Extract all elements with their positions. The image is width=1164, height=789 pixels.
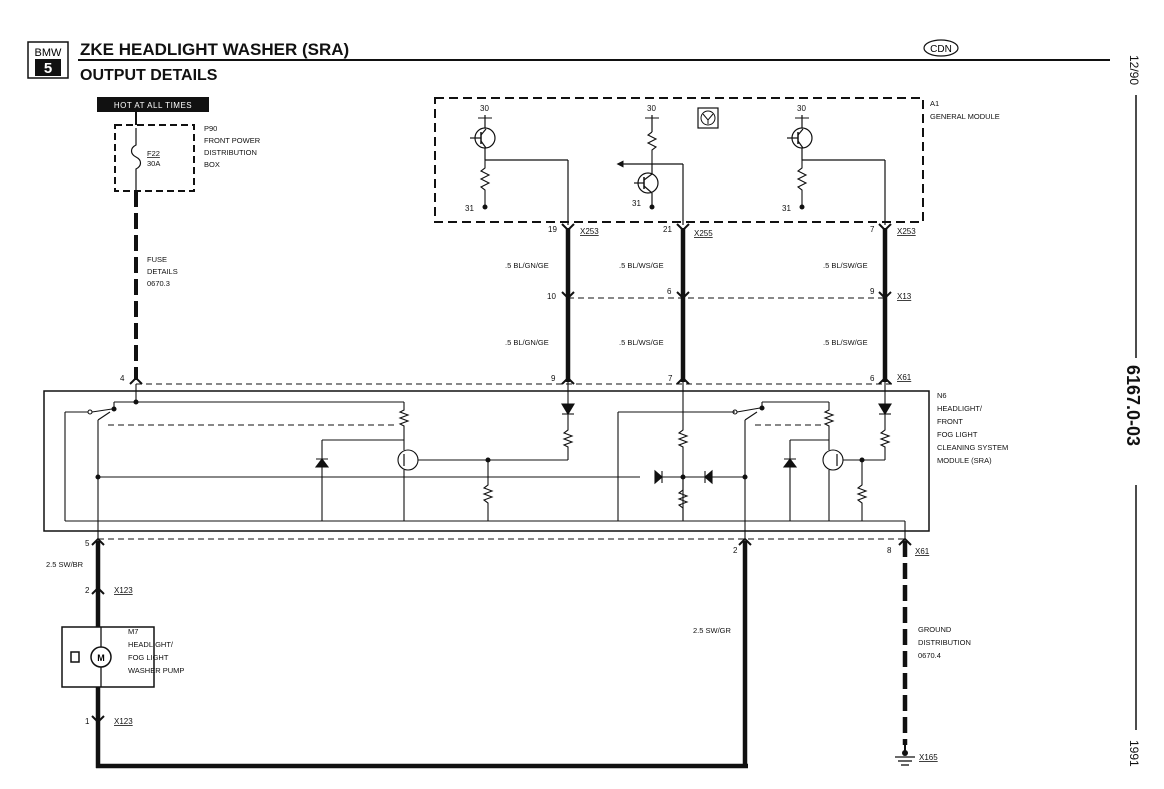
svg-text:HEADLIGHT/: HEADLIGHT/ bbox=[128, 640, 174, 649]
sra-module-n6: N6 HEADLIGHT/ FRONT FOG LIGHT CLEANING S… bbox=[43, 382, 1008, 540]
fuse-rating: 30A bbox=[147, 159, 160, 168]
hot-label-box bbox=[97, 97, 209, 112]
svg-text:19: 19 bbox=[548, 225, 557, 234]
box-label-2: FRONT POWER bbox=[204, 136, 261, 145]
connector-x123-2: X123 bbox=[114, 717, 133, 726]
power-distribution-box bbox=[114, 124, 195, 192]
connector-x61-1: X61 bbox=[897, 373, 912, 382]
svg-text:5: 5 bbox=[85, 539, 90, 548]
fuse-name: F22 bbox=[147, 149, 160, 158]
svg-text:2: 2 bbox=[733, 546, 738, 555]
svg-text:N6: N6 bbox=[937, 391, 947, 400]
fuse-details-3: 0670.3 bbox=[147, 279, 170, 288]
general-module-a1: A1 GENERAL MODULE 30 31 30 31 bbox=[434, 97, 1000, 223]
svg-text:M: M bbox=[97, 653, 105, 663]
svg-text:.5 BL/SW/GE: .5 BL/SW/GE bbox=[823, 261, 868, 270]
svg-text:31: 31 bbox=[782, 204, 791, 213]
signal-wires: 19 21 7 10 6 9 9 7 6 4 X253 X255 X253 X1… bbox=[120, 160, 916, 385]
svg-text:9: 9 bbox=[551, 374, 556, 383]
svg-text:CLEANING SYSTEM: CLEANING SYSTEM bbox=[937, 443, 1008, 452]
svg-text:.5 BL/GN/GE: .5 BL/GN/GE bbox=[505, 261, 549, 270]
pump-housing-icon bbox=[70, 651, 80, 663]
esd-symbol-icon bbox=[697, 107, 719, 129]
svg-text:7: 7 bbox=[668, 374, 673, 383]
svg-text:2.5 SW/BR: 2.5 SW/BR bbox=[46, 560, 84, 569]
svg-text:9: 9 bbox=[870, 287, 875, 296]
svg-text:31: 31 bbox=[465, 204, 474, 213]
svg-text:FOG LIGHT: FOG LIGHT bbox=[937, 430, 978, 439]
side-strip: 12/90 6167.0-03 1991 bbox=[1123, 55, 1143, 767]
n6-transistor-2-icon bbox=[822, 449, 844, 471]
cdn-badge: CDN bbox=[930, 44, 952, 55]
a1-label: GENERAL MODULE bbox=[930, 112, 1000, 121]
brand-top: BMW bbox=[35, 47, 63, 59]
svg-text:.5 BL/WS/GE: .5 BL/WS/GE bbox=[619, 261, 664, 270]
svg-text:21: 21 bbox=[663, 225, 672, 234]
connector-x13: X13 bbox=[897, 292, 912, 301]
box-label-1: P90 bbox=[204, 124, 217, 133]
brand-series-box bbox=[35, 59, 61, 76]
output-wires: 5 2 8 X61 2.5 SW/BR 2 X123 M M7 HEADLIGH… bbox=[46, 537, 971, 769]
n6-boundary bbox=[43, 390, 930, 532]
connector-x253-1: X253 bbox=[580, 227, 599, 236]
svg-text:DISTRIBUTION: DISTRIBUTION bbox=[918, 638, 971, 647]
page-title: ZKE HEADLIGHT WASHER (SRA) bbox=[80, 40, 349, 59]
connector-x165: X165 bbox=[919, 753, 938, 762]
svg-text:FOG LIGHT: FOG LIGHT bbox=[128, 653, 169, 662]
side-page-code: 6167.0-03 bbox=[1123, 365, 1143, 446]
fuse-details-1: FUSE bbox=[147, 255, 167, 264]
svg-text:GROUND: GROUND bbox=[918, 625, 952, 634]
svg-text:31: 31 bbox=[632, 199, 641, 208]
side-year: 1991 bbox=[1127, 740, 1141, 767]
svg-text:.5 BL/SW/GE: .5 BL/SW/GE bbox=[823, 338, 868, 347]
connector-x61-2: X61 bbox=[915, 547, 930, 556]
svg-text:.5 BL/WS/GE: .5 BL/WS/GE bbox=[619, 338, 664, 347]
svg-text:MODULE (SRA): MODULE (SRA) bbox=[937, 456, 992, 465]
box-label-4: BOX bbox=[204, 160, 220, 169]
svg-text:FRONT: FRONT bbox=[937, 417, 963, 426]
svg-text:HEADLIGHT/: HEADLIGHT/ bbox=[937, 404, 983, 413]
box-label-3: DISTRIBUTION bbox=[204, 148, 257, 157]
page-subtitle: OUTPUT DETAILS bbox=[80, 67, 218, 84]
fuse-details-2: DETAILS bbox=[147, 267, 178, 276]
hot-label: HOT AT ALL TIMES bbox=[114, 101, 192, 110]
n6-transistor-1-icon bbox=[397, 449, 419, 471]
a1-name: A1 bbox=[930, 99, 939, 108]
svg-text:10: 10 bbox=[547, 292, 556, 301]
svg-text:30: 30 bbox=[797, 104, 806, 113]
fuse-icon bbox=[130, 128, 142, 191]
header: BMW 5 ZKE HEADLIGHT WASHER (SRA) OUTPUT … bbox=[27, 39, 1110, 84]
svg-text:2.5 SW/GR: 2.5 SW/GR bbox=[693, 626, 732, 635]
svg-text:M7: M7 bbox=[128, 627, 138, 636]
svg-text:8: 8 bbox=[887, 546, 892, 555]
svg-text:7: 7 bbox=[870, 225, 875, 234]
brand-series: 5 bbox=[44, 60, 52, 77]
svg-text:30: 30 bbox=[480, 104, 489, 113]
connector-x255: X255 bbox=[694, 229, 713, 238]
power-supply: HOT AT ALL TIMES F22 30A P90 FRONT POWER… bbox=[97, 97, 261, 380]
svg-text:1: 1 bbox=[85, 717, 90, 726]
side-date: 12/90 bbox=[1127, 55, 1141, 85]
svg-text:6: 6 bbox=[667, 287, 672, 296]
connector-x123-1: X123 bbox=[114, 586, 133, 595]
a1-boundary bbox=[434, 97, 924, 223]
connector-x253-2: X253 bbox=[897, 227, 916, 236]
svg-text:30: 30 bbox=[647, 104, 656, 113]
svg-text:4: 4 bbox=[120, 374, 125, 383]
svg-text:0670.4: 0670.4 bbox=[918, 651, 941, 660]
svg-text:WASHER PUMP: WASHER PUMP bbox=[128, 666, 184, 675]
cdn-badge-outline bbox=[923, 39, 959, 57]
svg-text:2: 2 bbox=[85, 586, 90, 595]
svg-text:.5 BL/GN/GE: .5 BL/GN/GE bbox=[505, 338, 549, 347]
svg-text:6: 6 bbox=[870, 374, 875, 383]
ground-symbol-icon bbox=[895, 756, 915, 766]
